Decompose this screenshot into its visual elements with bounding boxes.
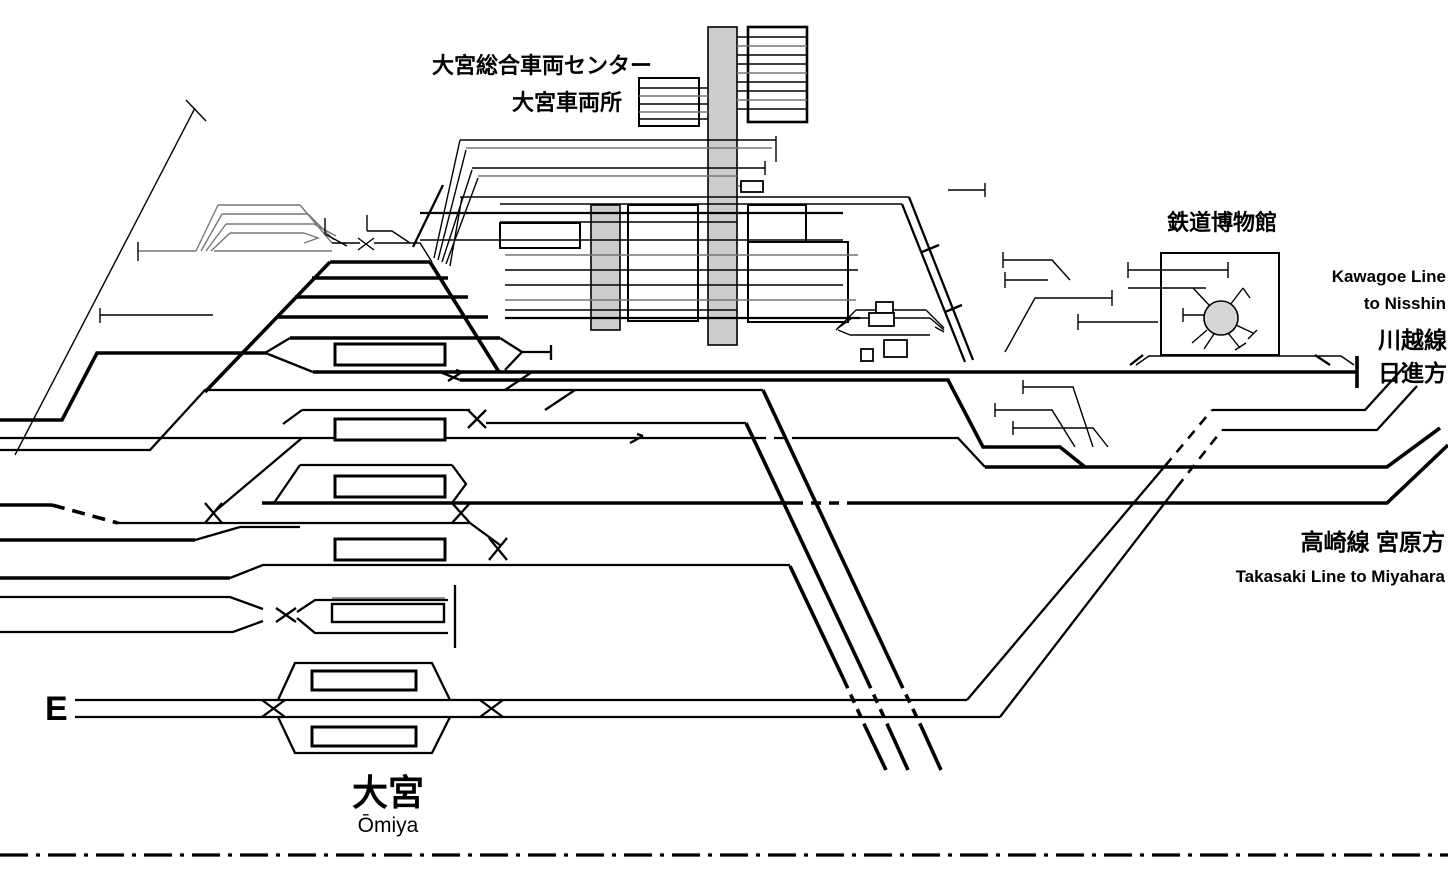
hut — [883, 339, 908, 358]
track-e-label: E — [45, 690, 68, 728]
main-tracks — [0, 260, 1448, 771]
takasaki-label-jp: 高崎線 宮原方 — [1301, 529, 1445, 555]
depot-shed-small — [499, 222, 581, 249]
hut — [875, 301, 894, 314]
station-platforms — [310, 342, 447, 748]
medium-tracks — [0, 184, 1418, 755]
dashed-tracks — [51, 409, 1224, 727]
station-name-jp: 大宮 — [352, 772, 424, 813]
hut — [740, 180, 764, 193]
platform-2 — [333, 417, 447, 442]
kawagoe-line-en-2: to Nisshin — [1364, 294, 1446, 313]
depot-shed-big — [746, 25, 809, 124]
hut — [860, 348, 874, 362]
platform-7 — [310, 725, 418, 748]
kawagoe-line-jp: 川越線 — [1378, 327, 1447, 353]
kawagoe-line-en-1: Kawagoe Line — [1332, 267, 1446, 286]
depot-shed-mid — [627, 204, 699, 322]
depot-building-tall — [707, 26, 738, 346]
depot-name-line2: 大宮車両所 — [512, 90, 622, 115]
thin-tracks — [14, 36, 1355, 456]
platform-4 — [333, 537, 447, 562]
diagram-labels: 大宮総合車両センター 大宮車両所 鉄道博物館 Kawagoe Line to N… — [45, 53, 1447, 837]
depot-shed-right-2 — [747, 241, 849, 323]
platform-6 — [310, 669, 418, 692]
museum-outline — [1160, 252, 1280, 356]
railway-museum — [1160, 252, 1280, 356]
hut — [868, 312, 895, 327]
platform-5 — [330, 602, 446, 624]
depot-building-small — [590, 204, 621, 331]
depot-buildings — [590, 26, 738, 346]
depot-shed-left — [638, 77, 700, 127]
turntable — [1203, 300, 1239, 336]
lineside-huts — [740, 180, 908, 362]
kawagoe-dir-jp: 日進方 — [1378, 360, 1447, 386]
depot-shed-right-1 — [747, 204, 807, 243]
takasaki-label-en: Takasaki Line to Miyahara — [1236, 567, 1446, 586]
station-name-en: Ōmiya — [358, 814, 419, 837]
platform-3 — [333, 474, 447, 499]
museum-label: 鉄道博物館 — [1167, 210, 1277, 235]
platform-1 — [333, 342, 447, 367]
depot-name-line1: 大宮総合車両センター — [432, 53, 652, 78]
